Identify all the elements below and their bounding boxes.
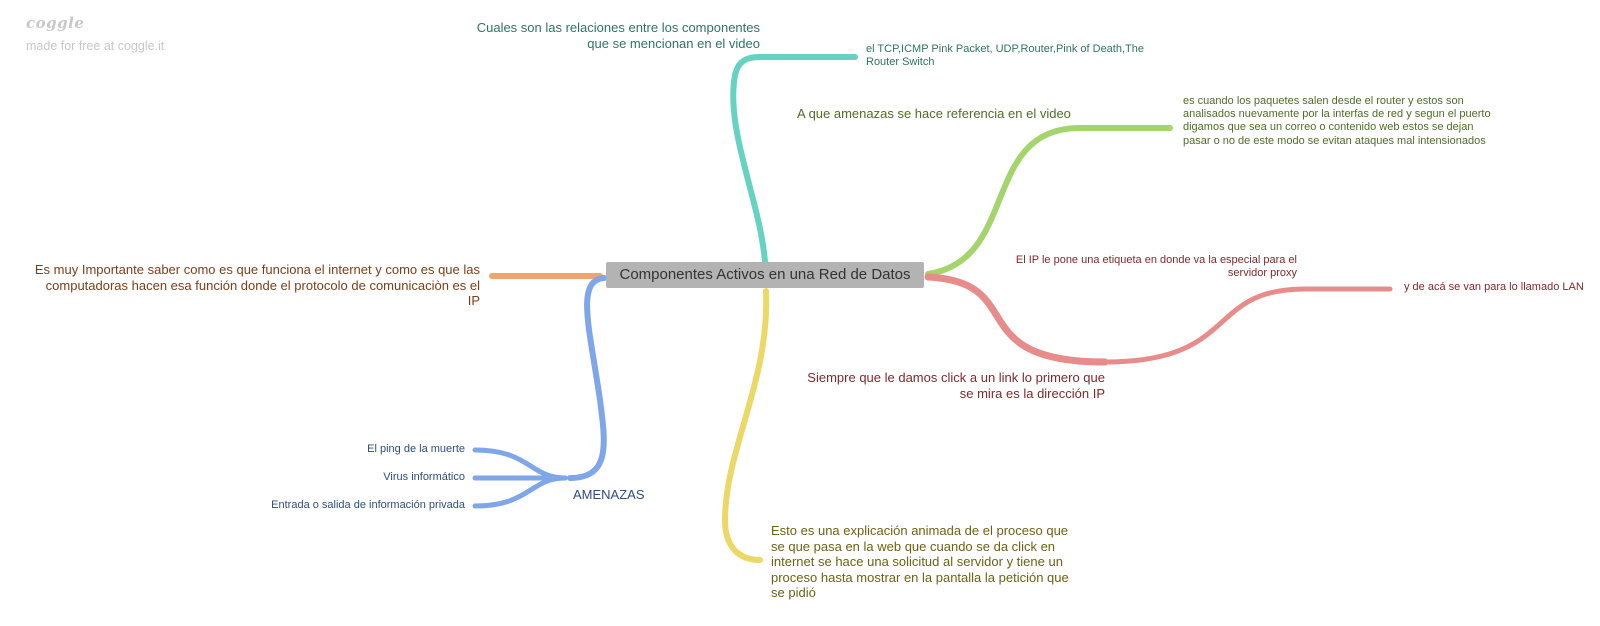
node-relaciones-child[interactable]: el TCP,ICMP Pink Packet, UDP,Router,Pink… xyxy=(866,43,1144,69)
branch-amenazas-video xyxy=(925,125,1173,277)
branch-click-link xyxy=(924,273,1109,366)
branch-entrada xyxy=(472,475,568,509)
node-lan[interactable]: y de acá se van para lo llamado LAN xyxy=(1404,281,1584,293)
node-ping-muerte[interactable]: El ping de la muerte xyxy=(367,443,465,455)
node-proxy[interactable]: El IP le pone una etiqueta en donde va l… xyxy=(1015,254,1297,280)
branch-explicacion xyxy=(721,288,770,563)
node-virus[interactable]: Virus informático xyxy=(383,471,465,483)
node-amenazas-video-child[interactable]: es cuando los paquetes salen desde el ro… xyxy=(1183,95,1491,147)
node-click-link[interactable]: Siempre que le damos click a un link lo … xyxy=(807,370,1105,401)
branch-proxy xyxy=(1102,286,1393,365)
coggle-tagline: made for free at coggle.it xyxy=(26,39,165,53)
branch-ping xyxy=(472,447,568,481)
branch-amenazas xyxy=(567,275,607,481)
coggle-logo: coggle xyxy=(26,14,85,32)
node-entrada-salida[interactable]: Entrada o salida de información privada xyxy=(271,499,465,511)
node-importante[interactable]: Es muy Importante saber como es que func… xyxy=(34,262,480,309)
central-topic[interactable]: Componentes Activos en una Red de Datos xyxy=(606,262,924,288)
node-amenazas-video[interactable]: A que amenazas se hace referencia en el … xyxy=(797,106,1071,121)
node-explicacion[interactable]: Esto es una explicación animada de el pr… xyxy=(771,523,1069,601)
branch-relaciones xyxy=(730,54,858,265)
node-amenazas[interactable]: AMENAZAS xyxy=(573,487,645,502)
node-relaciones[interactable]: Cuales son las relaciones entre los comp… xyxy=(476,20,760,51)
